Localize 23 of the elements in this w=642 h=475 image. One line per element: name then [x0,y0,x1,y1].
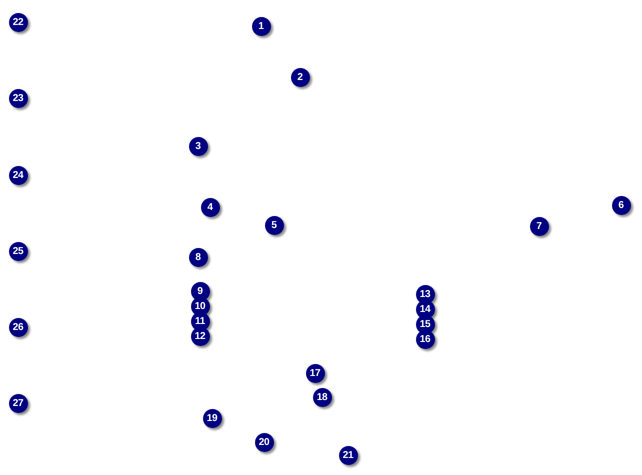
callout-number: 2 [290,68,310,86]
callout-number: 3 [188,136,208,156]
callout-number: 8 [188,248,208,266]
callout-number: 5 [264,216,284,234]
callout-number: 18 [312,388,332,406]
callout-number: 21 [338,446,358,464]
callout-number: 9 [190,282,210,300]
callout-number: 16 [416,330,434,348]
callout-number: 23 [8,88,28,108]
callout-number: 12 [190,326,210,346]
callout-number: 6 [612,196,630,214]
callout-number: 17 [306,364,324,382]
callout-number: 19 [202,408,222,428]
callout-number: 22 [8,12,28,32]
callout-number: 13 [416,284,434,304]
callout-number: 7 [530,216,548,236]
callout-number: 1 [252,16,270,36]
callout-number: 24 [8,166,28,184]
callout-number: 20 [254,432,274,452]
callout-number: 26 [8,318,28,336]
callout-number: 4 [200,198,220,216]
callout-number: 25 [8,242,28,260]
callout-number: 27 [8,394,28,412]
